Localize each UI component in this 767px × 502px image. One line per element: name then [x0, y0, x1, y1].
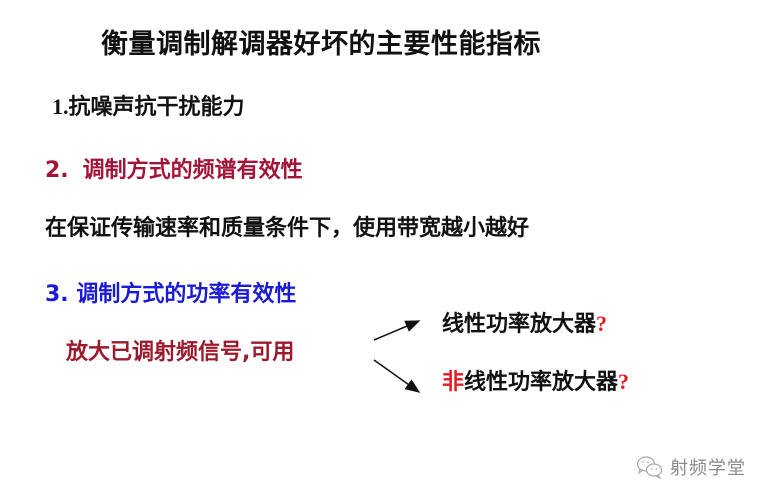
item-1-number: 1. [52, 94, 69, 119]
option-1-question-mark: ? [596, 311, 608, 336]
watermark: 射频学堂 [636, 454, 746, 480]
item-1-anti-noise: 1.抗噪声抗干扰能力 [52, 96, 245, 119]
arrow-down-icon [373, 359, 421, 393]
item-1-text: 抗噪声抗干扰能力 [68, 95, 245, 120]
option-2-text: 线性功率放大器 [464, 370, 619, 395]
item-3-number: 3. [45, 282, 69, 307]
option-1-text: 线性功率放大器 [442, 312, 597, 337]
item-3-text: 调制方式的功率有效性 [76, 282, 297, 307]
option-linear-pa: 线性功率放大器? [442, 313, 607, 336]
wechat-icon [636, 456, 663, 479]
arrow-up-icon [373, 320, 421, 341]
watermark-text: 射频学堂 [670, 458, 746, 479]
item-2-number: 2. [45, 158, 69, 183]
item-2-spectral-efficiency: 2. 调制方式的频谱有效性 [45, 160, 303, 182]
bandwidth-description: 在保证传输速率和质量条件下，使用带宽越小越好 [45, 216, 530, 241]
option-2-prefix: 非 [442, 370, 465, 395]
item-3-power-efficiency: 3. 调制方式的功率有效性 [45, 284, 296, 306]
item-2-text: 调制方式的频谱有效性 [82, 158, 303, 183]
slide-title: 衡量调制解调器好坏的主要性能指标 [101, 29, 541, 60]
amplify-note: 放大已调射频信号,可用 [66, 340, 295, 365]
option-nonlinear-pa: 非线性功率放大器? [442, 371, 629, 394]
option-2-question-mark: ? [618, 369, 630, 394]
